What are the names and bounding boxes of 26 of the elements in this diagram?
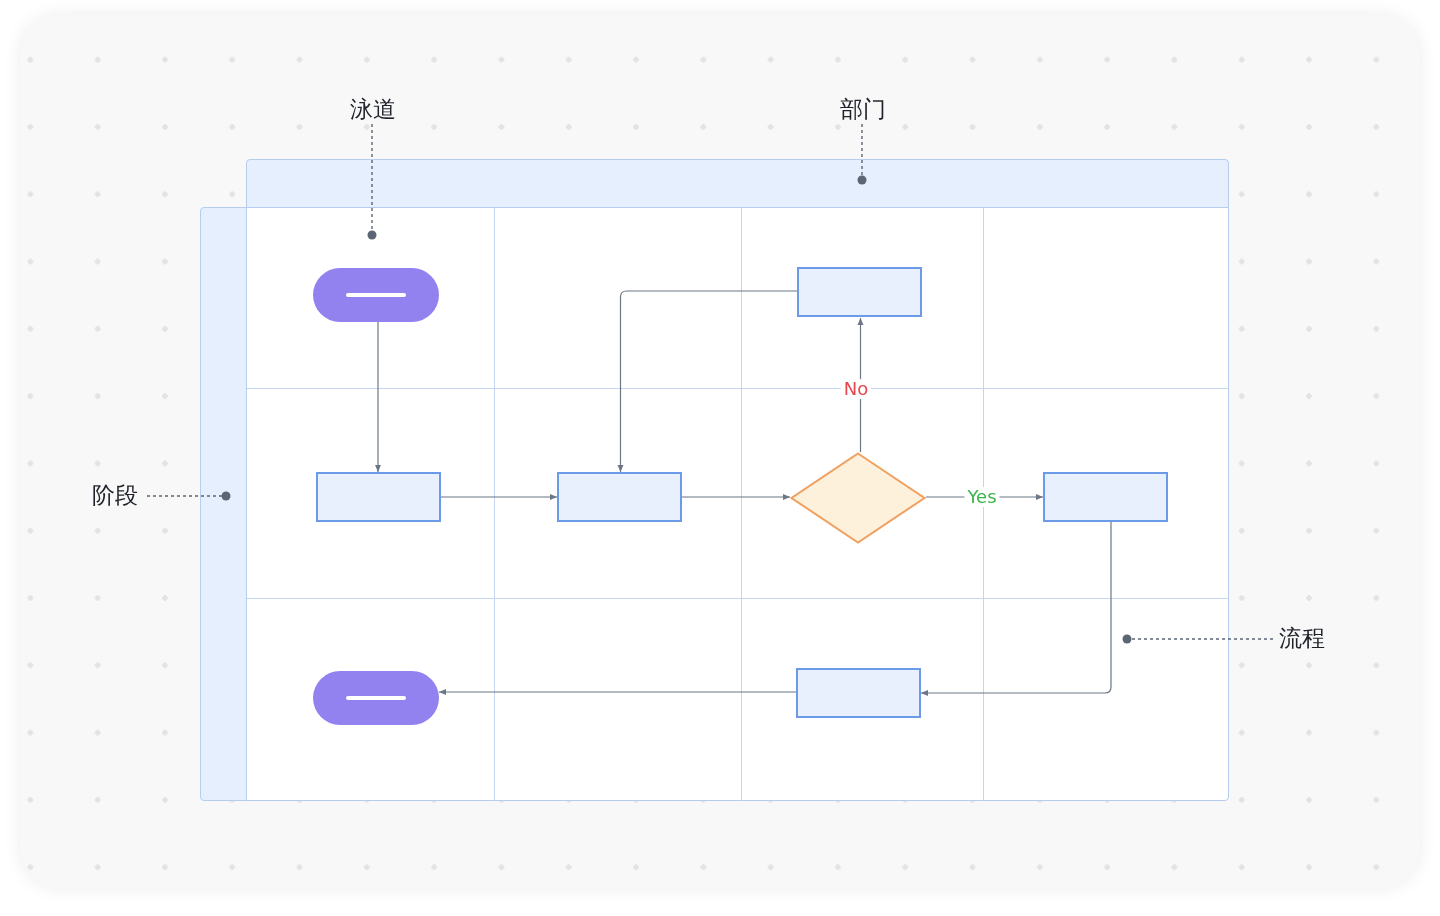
callout-text: 流程: [1274, 625, 1330, 653]
arrow: [440, 494, 558, 500]
process-box: [557, 472, 682, 522]
process-box: [1043, 472, 1168, 522]
callout-text: 阶段: [85, 482, 145, 510]
stage-band: [200, 207, 247, 801]
edge-label: No: [840, 379, 872, 399]
leader-line: [857, 123, 867, 185]
terminator-pill: [313, 671, 439, 725]
process-box: [797, 267, 922, 317]
edge-label: Yes: [964, 487, 1000, 507]
process-box: [796, 668, 921, 718]
arrow: [617, 290, 798, 473]
callout-text: 部门: [833, 96, 893, 124]
arrow: [920, 521, 1112, 696]
process-box: [316, 472, 441, 522]
arrow: [681, 494, 791, 500]
terminator-pill: [313, 268, 439, 322]
arrow: [438, 689, 797, 695]
leader-line: [367, 123, 377, 240]
leader-line: [146, 491, 231, 501]
leader-line: [1122, 634, 1274, 644]
arrow: [375, 321, 381, 473]
decision-diamond: [790, 452, 926, 544]
department-header: [246, 159, 1229, 208]
callout-text: 泳道: [343, 96, 403, 124]
